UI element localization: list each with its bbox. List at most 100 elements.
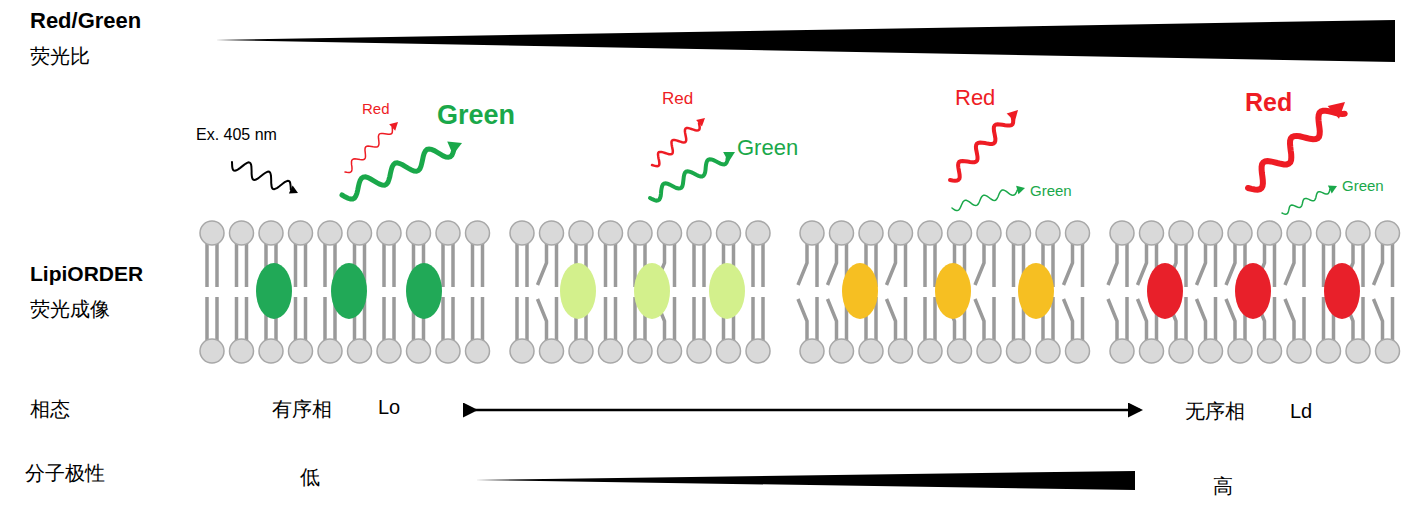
lipid-tail bbox=[1226, 243, 1235, 285]
emission-wave bbox=[345, 128, 392, 173]
lipid-tail bbox=[1125, 243, 1129, 287]
lipid-tail bbox=[245, 297, 249, 341]
lipid-head bbox=[977, 221, 1001, 245]
lipid-tail bbox=[1012, 297, 1016, 341]
emission-wave bbox=[950, 116, 1013, 181]
lipid-head bbox=[717, 339, 741, 363]
lipid-head bbox=[830, 339, 854, 363]
phase-abbrev: Lo bbox=[378, 396, 400, 419]
lipid-tail bbox=[702, 243, 706, 287]
lipid-tail bbox=[692, 243, 696, 287]
lipid-tail bbox=[471, 297, 475, 341]
lipid-tail bbox=[1273, 243, 1277, 287]
lipid-head bbox=[628, 339, 652, 363]
lipid-head bbox=[1007, 339, 1031, 363]
lipid-tail bbox=[975, 299, 984, 341]
probe-dye bbox=[1324, 263, 1360, 319]
lipid-head bbox=[1287, 339, 1311, 363]
lipid-tail bbox=[1197, 299, 1206, 341]
lipid-tail bbox=[304, 243, 308, 287]
lipid-head bbox=[628, 221, 652, 245]
lipid-tail bbox=[392, 297, 396, 341]
lipid-tail bbox=[673, 243, 677, 287]
lipid-head bbox=[230, 339, 254, 363]
lipid-head bbox=[1346, 339, 1370, 363]
lipid-tail bbox=[1374, 299, 1383, 341]
red-label: Red bbox=[1245, 88, 1292, 117]
lipid-head bbox=[259, 339, 283, 363]
lipid-tail bbox=[923, 297, 927, 341]
lipid-head bbox=[800, 339, 824, 363]
wave-head bbox=[696, 118, 705, 127]
lipid-head bbox=[948, 221, 972, 245]
lipid-head bbox=[377, 339, 401, 363]
polarity-label: 高 bbox=[1213, 475, 1233, 498]
lipid-tail bbox=[245, 243, 249, 287]
lipid-tail bbox=[215, 243, 219, 287]
lipid-head bbox=[510, 221, 534, 245]
emission-wave bbox=[652, 123, 700, 166]
lipid-head bbox=[687, 339, 711, 363]
lipid-tail bbox=[555, 243, 559, 287]
lipid-head bbox=[540, 339, 564, 363]
lipid-tail bbox=[815, 243, 819, 287]
lipid-tail bbox=[451, 297, 455, 341]
lipid-tail bbox=[1214, 297, 1218, 341]
lipid-tail bbox=[933, 243, 937, 287]
phase-arrow bbox=[475, 409, 1140, 412]
lipid-head bbox=[1036, 339, 1060, 363]
lipid-tail bbox=[761, 297, 765, 341]
lipid-head bbox=[259, 221, 283, 245]
lipid-tail bbox=[992, 297, 996, 341]
red-label: Red bbox=[955, 85, 995, 110]
lipid-head bbox=[436, 221, 460, 245]
lipid-tail bbox=[751, 297, 755, 341]
lipid-head bbox=[1346, 221, 1370, 245]
lipid-head bbox=[1228, 339, 1252, 363]
lipid-tail bbox=[1285, 299, 1294, 341]
lipid-tail bbox=[904, 243, 908, 287]
polarity-label: 低 bbox=[300, 466, 320, 489]
lipid-tail bbox=[1064, 243, 1073, 285]
lipid-head bbox=[1199, 221, 1223, 245]
lipid-head bbox=[436, 339, 460, 363]
lipid-tail bbox=[1108, 299, 1117, 341]
lipid-head bbox=[1228, 221, 1252, 245]
lipid-head bbox=[948, 339, 972, 363]
lipid-tail bbox=[1273, 297, 1277, 341]
lipid-head bbox=[687, 221, 711, 245]
probe-dye bbox=[560, 263, 596, 319]
lipid-tail bbox=[815, 297, 819, 341]
wave-head bbox=[1328, 186, 1337, 194]
lipid-head bbox=[658, 221, 682, 245]
lipid-head bbox=[1376, 339, 1400, 363]
lipid-head bbox=[569, 221, 593, 245]
lipid-head bbox=[540, 221, 564, 245]
lipid-head bbox=[889, 339, 913, 363]
lipid-head bbox=[1258, 221, 1282, 245]
lipid-head bbox=[1317, 339, 1341, 363]
row-label: 分子极性 bbox=[25, 462, 105, 485]
lipid-head bbox=[717, 221, 741, 245]
lipid-head bbox=[889, 221, 913, 245]
lipid-tail bbox=[992, 243, 996, 287]
lipid-tail bbox=[451, 243, 455, 287]
lipid-tail bbox=[441, 297, 445, 341]
lipid-head bbox=[348, 339, 372, 363]
lipid-tail bbox=[1184, 243, 1188, 287]
lipid-tail bbox=[1391, 297, 1395, 341]
probe-dye bbox=[634, 263, 670, 319]
lipid-tail bbox=[1302, 243, 1306, 287]
wave-head bbox=[1016, 186, 1025, 194]
lipid-head bbox=[1199, 339, 1223, 363]
lipid-tail bbox=[382, 297, 386, 341]
lipid-tail bbox=[525, 243, 529, 287]
polarity-wedge bbox=[475, 471, 1135, 490]
lipid-tail bbox=[1138, 243, 1147, 285]
lipid-tail bbox=[614, 297, 618, 341]
lipid-tail bbox=[525, 297, 529, 341]
phase-abbrev: Ld bbox=[1290, 400, 1312, 423]
lipid-tail bbox=[1226, 299, 1235, 341]
lipid-tail bbox=[604, 297, 608, 341]
lipid-head bbox=[1066, 221, 1090, 245]
